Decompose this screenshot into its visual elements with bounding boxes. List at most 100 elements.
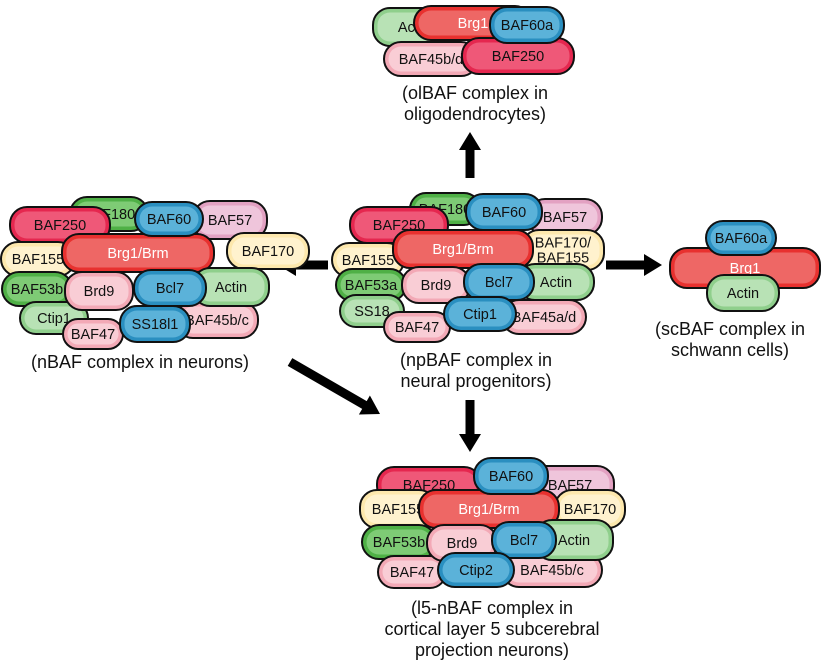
scbaf-subunit-actin: Actin xyxy=(706,274,780,312)
scbaf-caption-line-1: (scBAF complex in xyxy=(654,319,806,339)
scbaf-subunit-baf60a: BAF60a xyxy=(705,220,777,256)
subunit-label: BAF155 xyxy=(372,502,424,518)
l5nbaf-subunit-ctip2: Ctip2 xyxy=(437,552,515,588)
npbaf-subunit-baf60: BAF60 xyxy=(465,193,543,231)
scbaf-caption-line-2: schwann cells) xyxy=(670,340,790,360)
arrow-to-l5nbaf-diagonal xyxy=(287,358,380,415)
l5nbaf-subunit-baf45b-c: BAF45b/c xyxy=(501,552,603,588)
nbaf-subunit-baf53b: BAF53b xyxy=(1,271,73,307)
nbaf-subunit-baf170: BAF170 xyxy=(226,232,310,270)
subunit-label: Brg1 xyxy=(458,16,489,32)
subunit-label: Actin xyxy=(215,280,247,296)
npbaf-caption: (npBAF complex in neural progenitors) xyxy=(376,350,576,392)
subunit-label: Bcl7 xyxy=(156,281,184,297)
nbaf-subunit-brd9: Brd9 xyxy=(64,271,134,311)
npbaf-subunit-ctip1: Ctip1 xyxy=(443,296,517,332)
subunit-label: BAF45b/c xyxy=(520,563,584,579)
olbaf-caption-line-2: oligodendrocytes) xyxy=(403,104,547,124)
subunit-label: BAF45b/d xyxy=(399,52,464,68)
l5nbaf-subunit-brg1-brm: Brg1/Brm xyxy=(418,489,560,529)
subunit-label: BAF250 xyxy=(34,218,86,234)
subunit-label: BAF57 xyxy=(543,210,587,226)
subunit-label: Brd9 xyxy=(84,284,115,300)
subunit-label: BAF53b xyxy=(373,535,425,551)
arrow-to-olbaf xyxy=(459,132,481,178)
subunit-label: BAF45a/d xyxy=(512,310,577,326)
subunit-label: BAF47 xyxy=(395,320,439,336)
subunit-label: BAF47 xyxy=(71,327,115,343)
subunit-label: Brd9 xyxy=(447,536,478,552)
l5nbaf-caption: (l5-nBAF complex in cortical layer 5 sub… xyxy=(378,598,606,661)
l5nbaf-caption-line-3: projection neurons) xyxy=(414,640,570,660)
subunit-label: Brg1 xyxy=(730,261,761,277)
nbaf-subunit-baf47: BAF47 xyxy=(62,318,124,350)
subunit-label: BAF155 xyxy=(342,253,394,269)
npbaf-caption-line-1: (npBAF complex in xyxy=(399,350,553,370)
subunit-label: BAF60 xyxy=(482,205,526,221)
l5nbaf-subunit-baf60: BAF60 xyxy=(473,457,549,495)
olbaf-caption: (olBAF complex in oligodendrocytes) xyxy=(385,83,565,125)
nbaf-subunit-baf57: BAF57 xyxy=(192,200,268,240)
subunit-label: BAF53b xyxy=(11,282,63,298)
subunit-label: SS18l1 xyxy=(132,317,179,333)
olbaf-caption-line-1: (olBAF complex in xyxy=(401,83,549,103)
l5nbaf-subunit-baf170: BAF170 xyxy=(554,489,626,529)
subunit-label: BAF170/ xyxy=(535,236,592,252)
npbaf-subunit-baf53a: BAF53a xyxy=(335,268,407,302)
subunit-label: Actin xyxy=(558,533,590,549)
subunit-label: Ctip2 xyxy=(459,563,493,579)
nbaf-subunit-baf45b-c: BAF45b/c xyxy=(175,301,259,339)
l5nbaf-subunit-baf47: BAF47 xyxy=(377,555,447,589)
subunit-label: Bcl7 xyxy=(485,275,513,291)
l5nbaf-subunit-baf53b: BAF53b xyxy=(361,524,437,560)
npbaf-subunit-baf170-baf155: BAF170/BAF155 xyxy=(521,229,605,271)
npbaf-caption-line-2: neural progenitors) xyxy=(400,371,552,391)
subunit-label: BAF47 xyxy=(390,565,434,581)
arrow-to-scbaf xyxy=(606,254,662,276)
subunit-label: BAF250 xyxy=(492,49,544,65)
subunit-pills: ActinBrg1BAF45b/dBAF250BAF60aBAF180BAF25… xyxy=(0,5,821,589)
subunit-label: BAF155 xyxy=(537,251,589,267)
npbaf-subunit-bcl7: Bcl7 xyxy=(463,263,535,301)
npbaf-subunit-brg1-brm: Brg1/Brm xyxy=(392,229,534,269)
nbaf-caption-line-1: (nBAF complex in neurons) xyxy=(30,352,250,372)
nbaf-subunit-baf60: BAF60 xyxy=(134,201,204,237)
subunit-label: BAF60a xyxy=(501,18,554,34)
subunit-label: Ctip1 xyxy=(463,307,497,323)
subunit-label: BAF53a xyxy=(345,278,398,294)
nbaf-subunit-ss18l1: SS18l1 xyxy=(119,305,191,343)
olbaf-subunit-baf45b-d: BAF45b/d xyxy=(383,41,479,77)
subunit-label: Ctip1 xyxy=(37,311,71,327)
olbaf-subunit-baf60a: BAF60a xyxy=(489,6,565,44)
subunit-label: Brg1/Brm xyxy=(107,246,168,262)
l5nbaf-subunit-bcl7: Bcl7 xyxy=(491,521,557,559)
subunit-label: Actin xyxy=(540,275,572,291)
subunit-label: BAF155 xyxy=(12,252,64,268)
scbaf-caption: (scBAF complex in schwann cells) xyxy=(640,319,820,361)
subunit-label: Bcl7 xyxy=(510,533,538,549)
subunit-label: Actin xyxy=(727,286,759,302)
subunit-label: BAF45b/c xyxy=(185,313,249,329)
subunit-label: BAF60 xyxy=(147,212,191,228)
nbaf-subunit-bcl7: Bcl7 xyxy=(133,269,207,307)
subunit-label: BAF60 xyxy=(489,469,533,485)
subunit-label: Brd9 xyxy=(421,278,452,294)
nbaf-subunit-brg1-brm: Brg1/Brm xyxy=(61,233,215,273)
arrow-to-l5nbaf-vertical xyxy=(459,400,481,452)
nbaf-subunit-actin: Actin xyxy=(192,267,270,307)
subunit-label: Brg1/Brm xyxy=(432,242,493,258)
npbaf-subunit-baf47: BAF47 xyxy=(383,311,451,343)
subunit-label: BAF60a xyxy=(715,231,768,247)
subunit-label: BAF170 xyxy=(564,502,616,518)
subunit-label: SS18 xyxy=(354,304,389,320)
nbaf-caption: (nBAF complex in neurons) xyxy=(20,352,260,373)
subunit-label: BAF170 xyxy=(242,244,294,260)
l5nbaf-caption-line-2: cortical layer 5 subcerebral xyxy=(384,619,600,639)
scbaf-subunit-brg1: Brg1 xyxy=(669,247,821,289)
subunit-label: Brg1/Brm xyxy=(458,502,519,518)
olbaf-subunit-baf250: BAF250 xyxy=(461,37,575,75)
l5nbaf-subunit-baf155: BAF155 xyxy=(359,489,437,529)
subunit-label: BAF57 xyxy=(208,213,252,229)
l5nbaf-caption-line-1: (l5-nBAF complex in xyxy=(410,598,574,618)
